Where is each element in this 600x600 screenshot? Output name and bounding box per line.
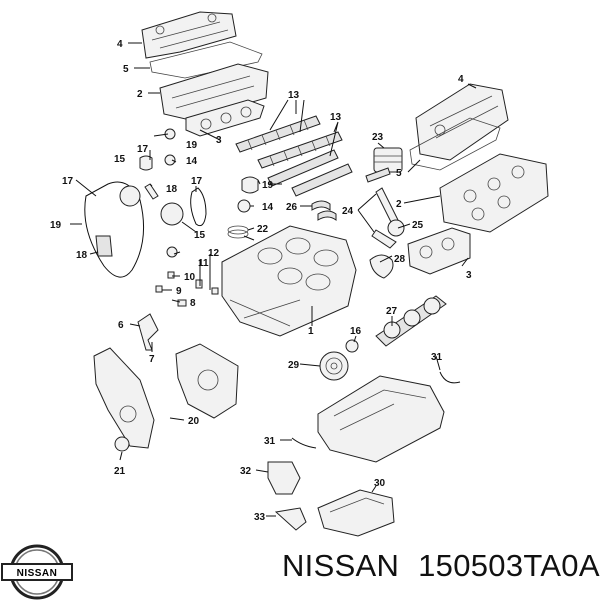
callout: 31 xyxy=(431,352,443,363)
camshaft-right-pair xyxy=(267,149,353,197)
callout: 33 xyxy=(254,512,266,523)
seal-28 xyxy=(369,254,394,279)
callout: 4 xyxy=(458,74,464,85)
callout: 4 xyxy=(117,39,123,50)
head-gasket-left xyxy=(185,99,265,137)
cylinder-head-left xyxy=(159,63,269,121)
oil-pan-lower xyxy=(317,489,395,537)
callout: 29 xyxy=(288,360,300,371)
callout: 21 xyxy=(114,466,126,477)
callout: 17 xyxy=(137,144,149,155)
callout: 14 xyxy=(262,202,274,213)
callout: 2 xyxy=(396,199,402,210)
front-cover-right xyxy=(175,343,239,419)
oil-strainer xyxy=(274,507,307,531)
sprocket-14 xyxy=(237,199,251,213)
callout: 17 xyxy=(62,176,74,187)
engine-block xyxy=(221,225,357,337)
timing-chain-right xyxy=(190,187,207,227)
callout: 24 xyxy=(342,206,354,217)
seal-31-left xyxy=(291,437,317,449)
callout: 15 xyxy=(114,154,126,165)
part-caption: NISSAN 150503TA0A xyxy=(282,548,600,584)
callout: 27 xyxy=(386,306,398,317)
callout: 13 xyxy=(288,90,300,101)
callout: 7 xyxy=(149,354,155,365)
callout: 15 xyxy=(194,230,206,241)
callout: 19 xyxy=(50,220,62,231)
small-bolts xyxy=(155,246,219,307)
bearing-shells xyxy=(311,200,337,221)
callout: 1 xyxy=(308,326,314,337)
callout: 23 xyxy=(372,132,384,143)
cylinder-head-right xyxy=(439,153,549,233)
callout: 26 xyxy=(286,202,298,213)
seal-31-right xyxy=(439,371,461,384)
callout: 3 xyxy=(216,135,222,146)
bracket-6 xyxy=(137,313,159,351)
nissan-logo: NISSAN xyxy=(1,544,73,600)
callout: 25 xyxy=(412,220,424,231)
valve-cover-left xyxy=(141,11,237,59)
callout: 2 xyxy=(137,89,143,100)
callout: 3 xyxy=(466,270,472,281)
svg-text:NISSAN: NISSAN xyxy=(17,568,58,579)
callout: 20 xyxy=(188,416,200,427)
oil-pan-upper xyxy=(317,375,445,463)
callout: 30 xyxy=(374,478,386,489)
callout: 8 xyxy=(190,298,196,309)
valve-cover-gasket-left xyxy=(149,41,263,79)
callout: 18 xyxy=(166,184,178,195)
brand-name: NISSAN xyxy=(282,548,400,583)
callout: 13 xyxy=(330,112,342,123)
timing-chain-left xyxy=(84,128,184,278)
callout: 31 xyxy=(264,436,276,447)
callout: 32 xyxy=(240,466,252,477)
callout: 18 xyxy=(76,250,88,261)
callout: 19 xyxy=(186,140,198,151)
callout: 9 xyxy=(176,286,182,297)
callout: 6 xyxy=(118,320,124,331)
tensioner-19 xyxy=(241,176,259,194)
callout: 16 xyxy=(350,326,362,337)
callout-numbers: 4 5 2 3 13 13 4 5 2 3 23 24 25 26 28 27 … xyxy=(50,39,472,523)
part-number: 150503TA0A xyxy=(418,548,600,583)
crank-pulley xyxy=(319,351,349,381)
crankshaft xyxy=(375,295,447,347)
callout: 19 xyxy=(262,180,274,191)
callout: 11 xyxy=(198,258,209,269)
callout: 22 xyxy=(257,224,269,235)
valve-cover-gasket-right xyxy=(409,117,501,171)
head-gasket-right xyxy=(407,227,471,275)
callout: 5 xyxy=(396,168,402,179)
callout: 17 xyxy=(191,176,203,187)
callout: 14 xyxy=(186,156,198,167)
crank-sprocket xyxy=(345,339,359,353)
callout: 5 xyxy=(123,64,129,75)
callout: 28 xyxy=(394,254,406,265)
callout: 10 xyxy=(184,272,196,283)
oil-seal-21 xyxy=(114,436,130,452)
camshaft-left-pair xyxy=(235,115,343,169)
leader-lines xyxy=(70,42,477,517)
callout: 12 xyxy=(208,248,220,259)
piston-assembly xyxy=(365,147,405,249)
front-cover-left xyxy=(93,347,155,449)
oil-pump xyxy=(267,461,301,495)
